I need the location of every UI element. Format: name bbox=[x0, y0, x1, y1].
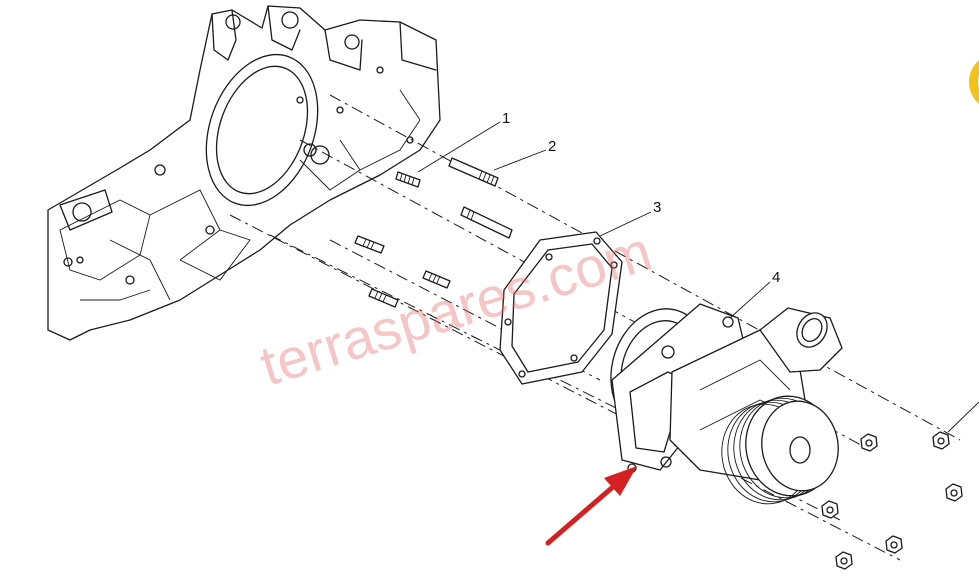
callout-4-label: 4 bbox=[772, 269, 780, 286]
callout-1: 1 bbox=[417, 110, 510, 173]
nut-3 bbox=[945, 483, 963, 502]
callout-2: 2 bbox=[493, 138, 556, 171]
red-arrow-icon bbox=[545, 466, 637, 546]
nut-1 bbox=[860, 433, 878, 452]
water-pump bbox=[610, 303, 843, 505]
stud-long-upper bbox=[448, 157, 499, 187]
yellow-badge-icon bbox=[969, 60, 979, 104]
stud-long-middle bbox=[460, 206, 513, 239]
callout-3: 3 bbox=[599, 199, 661, 237]
nut-5 bbox=[885, 535, 903, 554]
callout-2-label: 2 bbox=[548, 138, 556, 155]
stud-short-middle bbox=[422, 270, 451, 289]
nut-4 bbox=[821, 500, 839, 519]
callout-1-label: 1 bbox=[502, 110, 510, 127]
stud-short-left bbox=[354, 235, 385, 254]
callout-3-label: 3 bbox=[653, 199, 661, 216]
nut-2 bbox=[932, 431, 950, 450]
leader-offscreen bbox=[947, 401, 979, 433]
gasket bbox=[499, 231, 623, 385]
callout-4: 4 bbox=[729, 269, 780, 319]
nut-6 bbox=[835, 551, 853, 570]
engine-front-housing bbox=[47, 5, 441, 341]
stud-short-upper bbox=[395, 171, 421, 188]
stud-short-lower bbox=[368, 288, 399, 308]
